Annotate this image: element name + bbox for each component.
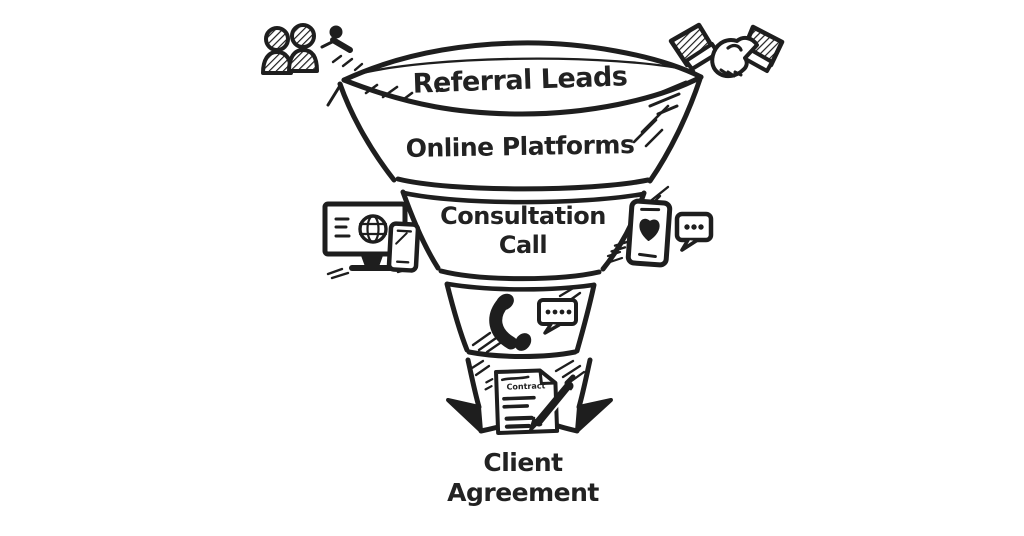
smartphone-heart-icon — [610, 198, 673, 268]
chat-bubble-icon — [674, 211, 714, 252]
contract-document-title: Contract — [506, 381, 546, 392]
tier-label-online-platforms: Online Platforms — [405, 129, 635, 163]
funnel-tier-2 — [337, 76, 703, 192]
funnel-caption-client-agreement: Client Agreement — [447, 447, 599, 508]
monitor-globe-icon — [322, 201, 414, 280]
pen-icon — [528, 374, 576, 433]
tier-label-consultation-call: Consultation Call — [440, 201, 606, 259]
handshake-icon — [648, 22, 785, 116]
chat-bubble-dots-icon — [537, 298, 578, 335]
smartphone-icon — [386, 221, 421, 273]
people-group-icon — [261, 23, 319, 75]
referrer-person-icon — [320, 25, 364, 72]
funnel-tier-4 — [444, 281, 597, 359]
phone-handset-icon — [489, 293, 532, 351]
funnel-tier-1 — [326, 40, 704, 117]
